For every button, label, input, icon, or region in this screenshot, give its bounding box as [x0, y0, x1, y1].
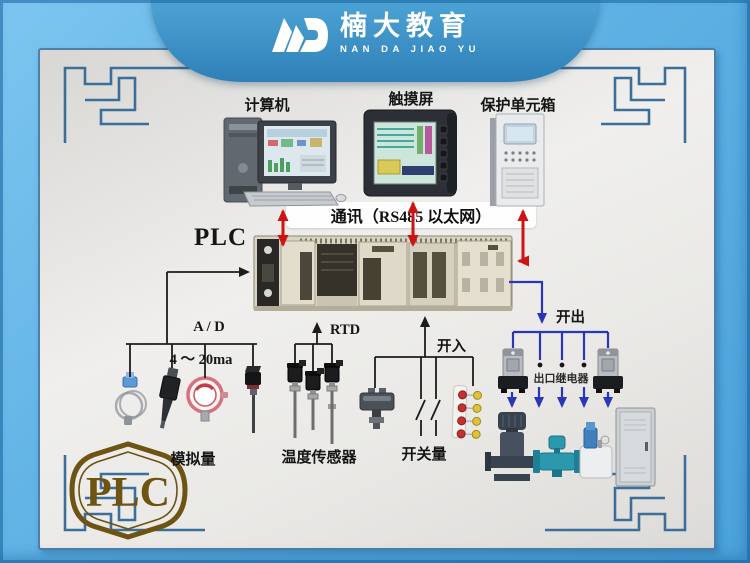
plc-rack-illustration [253, 235, 513, 311]
brand-text-block: 楠大教育 NAN DA JIAO YU [339, 11, 481, 55]
digital-out-label: 开出 [556, 310, 585, 326]
protection-unit-illustration [490, 113, 545, 207]
rtd-label: RTD [330, 322, 361, 338]
input-signal-lines [126, 267, 474, 436]
temp-sensor-group-label: 温度传感器 [281, 450, 357, 466]
digital-in-label: 开入 [437, 339, 466, 355]
touchscreen-illustration [363, 109, 457, 197]
switch-group-label: 开关量 [401, 447, 447, 463]
banner-shape [150, 0, 600, 82]
output-signal-lines [507, 280, 613, 408]
temperature-sensors-illustration [287, 360, 343, 444]
brand-name-en: NAN DA JIAO YU [339, 43, 481, 55]
comm-arrows [277, 201, 529, 267]
plc-badge-text: PLC [86, 470, 170, 516]
indicator-lamps-illustration [451, 385, 483, 439]
plc-label: PLC [194, 224, 247, 251]
analog-sensors-illustration [114, 366, 261, 433]
valve-illustration [533, 435, 581, 477]
pump-illustration [485, 412, 539, 481]
brand-banner: 楠大教育 NAN DA JIAO YU [150, 0, 600, 84]
brand-name-cn: 楠大教育 [339, 11, 472, 41]
current-range-label: 4 ～ 20ma [169, 352, 233, 368]
electrical-cabinet-illustration [615, 407, 656, 487]
pressure-switch-illustration [359, 388, 395, 429]
nd-logo-mark-icon [271, 18, 328, 53]
analog-group-label: 模拟量 [170, 452, 216, 468]
protection-unit-label: 保护单元箱 [480, 98, 556, 114]
plc-badge: PLC [69, 441, 188, 540]
ad-label: A / D [193, 319, 225, 335]
touchscreen-label: 触摸屏 [388, 92, 434, 108]
output-relay-label: 出口继电器 [533, 373, 589, 385]
computer-illustration [223, 117, 347, 207]
pressure-tank-unit-illustration [579, 422, 613, 479]
output-relay-left-illustration [498, 348, 528, 393]
output-relay-right-illustration [593, 348, 623, 393]
relay-ellipsis-dots [537, 362, 587, 368]
computer-label: 计算机 [244, 98, 290, 114]
